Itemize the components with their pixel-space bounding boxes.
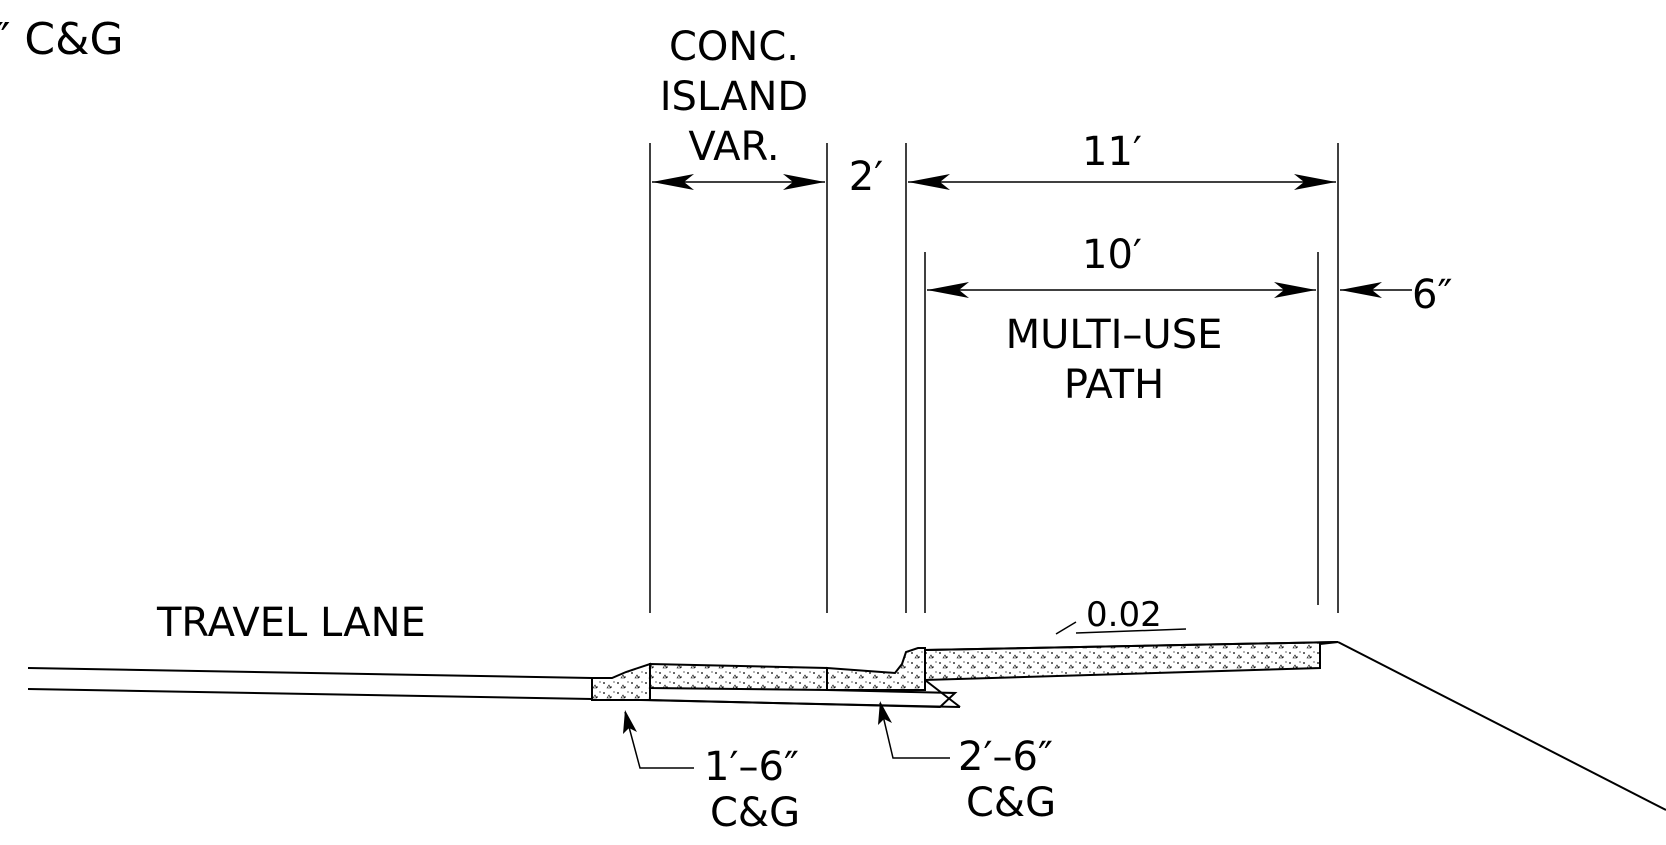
concrete-island: [649, 662, 828, 692]
cg-1ft6in-label-line2: C&G: [710, 790, 800, 836]
travel-lane-label: TRAVEL LANE: [156, 600, 426, 646]
multi-use-path-label-line1: MULTI–USE: [1006, 312, 1223, 358]
corner-cg-label: ″ C&G: [0, 14, 124, 65]
curb-back-slope: [924, 679, 961, 708]
slope-indicator-line: [1075, 628, 1187, 634]
slope-indicator-tick: [1055, 621, 1077, 635]
travel-lane-surface: [27, 667, 593, 679]
leader-cg-2ft6in: [878, 701, 950, 759]
island-label-line3: VAR.: [688, 124, 779, 170]
leader-cg-1ft6in: [623, 710, 694, 769]
multi-use-path-surface: [924, 641, 1339, 651]
dimension-6in: [1340, 282, 1412, 298]
dimension-island-var: [652, 174, 825, 190]
side-slope-line: [1337, 641, 1666, 811]
island-label-line2: ISLAND: [660, 74, 808, 120]
slope-label: 0.02: [1086, 595, 1162, 635]
cg-2ft6in-label-line1: 2′–6″: [958, 734, 1053, 780]
curb-gutter-2ft6in: [826, 647, 926, 691]
curb-gutter-1ft6in: [591, 662, 651, 701]
dimension-10ft: [927, 282, 1316, 298]
cg-1ft6in-label-line1: 1′–6″: [704, 744, 799, 790]
dimension-2ft-label: 2′: [849, 154, 884, 200]
multi-use-path-label-line2: PATH: [1064, 362, 1164, 408]
dimension-11ft: [908, 174, 1336, 190]
cg-2ft6in-label-line2: C&G: [966, 780, 1056, 826]
dimension-10ft-label: 10′: [1082, 232, 1142, 278]
dimension-11ft-label: 11′: [1082, 129, 1142, 175]
multi-use-path-slab: [924, 641, 1339, 682]
dimension-6in-label: 6″: [1412, 272, 1452, 318]
island-base: [649, 688, 958, 709]
island-label-line1: CONC.: [669, 24, 799, 70]
